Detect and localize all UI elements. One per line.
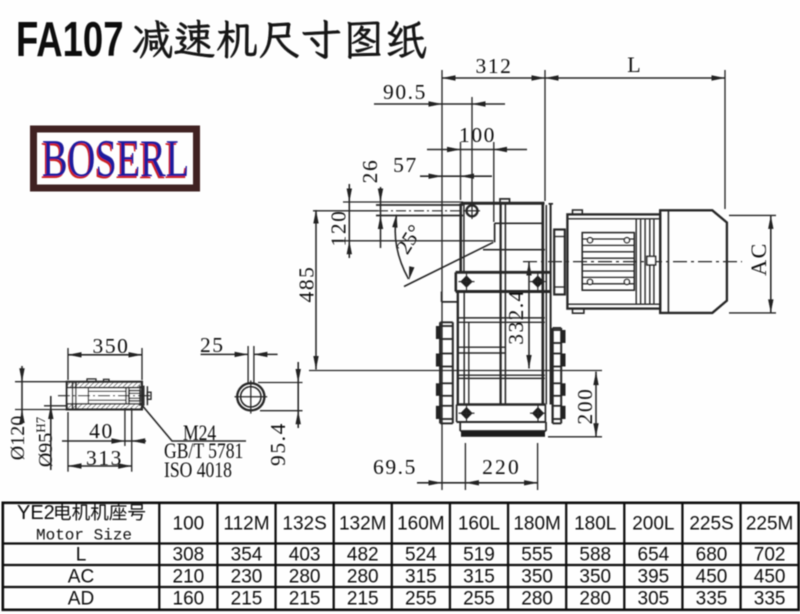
svg-text:335: 335 [696, 589, 728, 610]
svg-text:FA107: FA107 [16, 13, 124, 67]
svg-text:95.4: 95.4 [266, 422, 290, 466]
svg-text:588: 588 [579, 545, 611, 566]
svg-text:26: 26 [358, 159, 382, 184]
svg-text:57: 57 [393, 153, 418, 177]
svg-text:AC: AC [68, 567, 94, 588]
svg-text:450: 450 [754, 567, 786, 588]
svg-text:312: 312 [475, 54, 512, 78]
svg-text:280: 280 [289, 567, 321, 588]
svg-text:555: 555 [521, 545, 553, 566]
svg-text:403: 403 [289, 545, 321, 566]
svg-text:215: 215 [289, 589, 321, 610]
svg-text:654: 654 [638, 545, 670, 566]
svg-text:GB/T 5781: GB/T 5781 [164, 439, 243, 463]
svg-text:225S: 225S [689, 514, 733, 535]
svg-text:AC: AC [746, 242, 771, 276]
svg-text:519: 519 [463, 545, 495, 566]
svg-text:210: 210 [173, 567, 205, 588]
svg-text:702: 702 [754, 545, 786, 566]
svg-text:220: 220 [482, 455, 521, 479]
svg-text:255: 255 [463, 589, 495, 610]
svg-text:315: 315 [463, 567, 495, 588]
svg-text:40: 40 [89, 419, 114, 443]
svg-text:180L: 180L [574, 514, 616, 535]
svg-text:90.5: 90.5 [383, 80, 427, 104]
svg-text:112M: 112M [223, 514, 269, 535]
svg-text:Ø120: Ø120 [7, 416, 29, 460]
svg-text:AD: AD [68, 589, 94, 610]
svg-text:680: 680 [696, 545, 728, 566]
svg-text:160M: 160M [397, 514, 445, 535]
svg-text:350: 350 [579, 567, 611, 588]
svg-text:132M: 132M [339, 514, 387, 535]
svg-text:69.5: 69.5 [373, 455, 417, 479]
svg-text:395: 395 [638, 567, 670, 588]
svg-text:255: 255 [405, 589, 437, 610]
svg-text:L: L [627, 52, 640, 77]
svg-text:BOSERL: BOSERL [42, 130, 189, 188]
svg-text:YE2: YE2 [17, 502, 55, 524]
svg-text:332.4: 332.4 [504, 289, 528, 344]
svg-text:215: 215 [347, 589, 379, 610]
svg-text:225M: 225M [746, 514, 794, 535]
svg-text:315: 315 [405, 567, 437, 588]
svg-text:215: 215 [231, 589, 263, 610]
svg-text:335: 335 [754, 589, 786, 610]
svg-text:485: 485 [295, 265, 319, 302]
svg-text:Motor Size: Motor Size [36, 527, 132, 545]
svg-text:100: 100 [459, 123, 496, 147]
svg-text:160: 160 [173, 589, 205, 610]
svg-text:450: 450 [696, 567, 728, 588]
svg-text:200L: 200L [632, 514, 674, 535]
svg-text:100: 100 [173, 514, 205, 535]
svg-text:280: 280 [579, 589, 611, 610]
svg-text:25: 25 [200, 333, 225, 357]
svg-text:200: 200 [573, 387, 597, 424]
svg-text:280: 280 [347, 567, 379, 588]
svg-text:482: 482 [347, 545, 379, 566]
svg-text:ISO 4018: ISO 4018 [164, 458, 232, 482]
svg-text:354: 354 [231, 545, 263, 566]
svg-text:160L: 160L [458, 514, 500, 535]
svg-text:350: 350 [521, 567, 553, 588]
svg-text:308: 308 [173, 545, 205, 566]
svg-text:305: 305 [638, 589, 670, 610]
svg-text:BOSERL: BOSERL [41, 132, 188, 190]
svg-text:180M: 180M [513, 514, 561, 535]
svg-text:280: 280 [521, 589, 553, 610]
svg-text:230: 230 [231, 567, 263, 588]
svg-text:524: 524 [405, 545, 437, 566]
svg-text:L: L [76, 545, 87, 566]
svg-text:132S: 132S [282, 514, 326, 535]
svg-text:350: 350 [92, 334, 129, 358]
